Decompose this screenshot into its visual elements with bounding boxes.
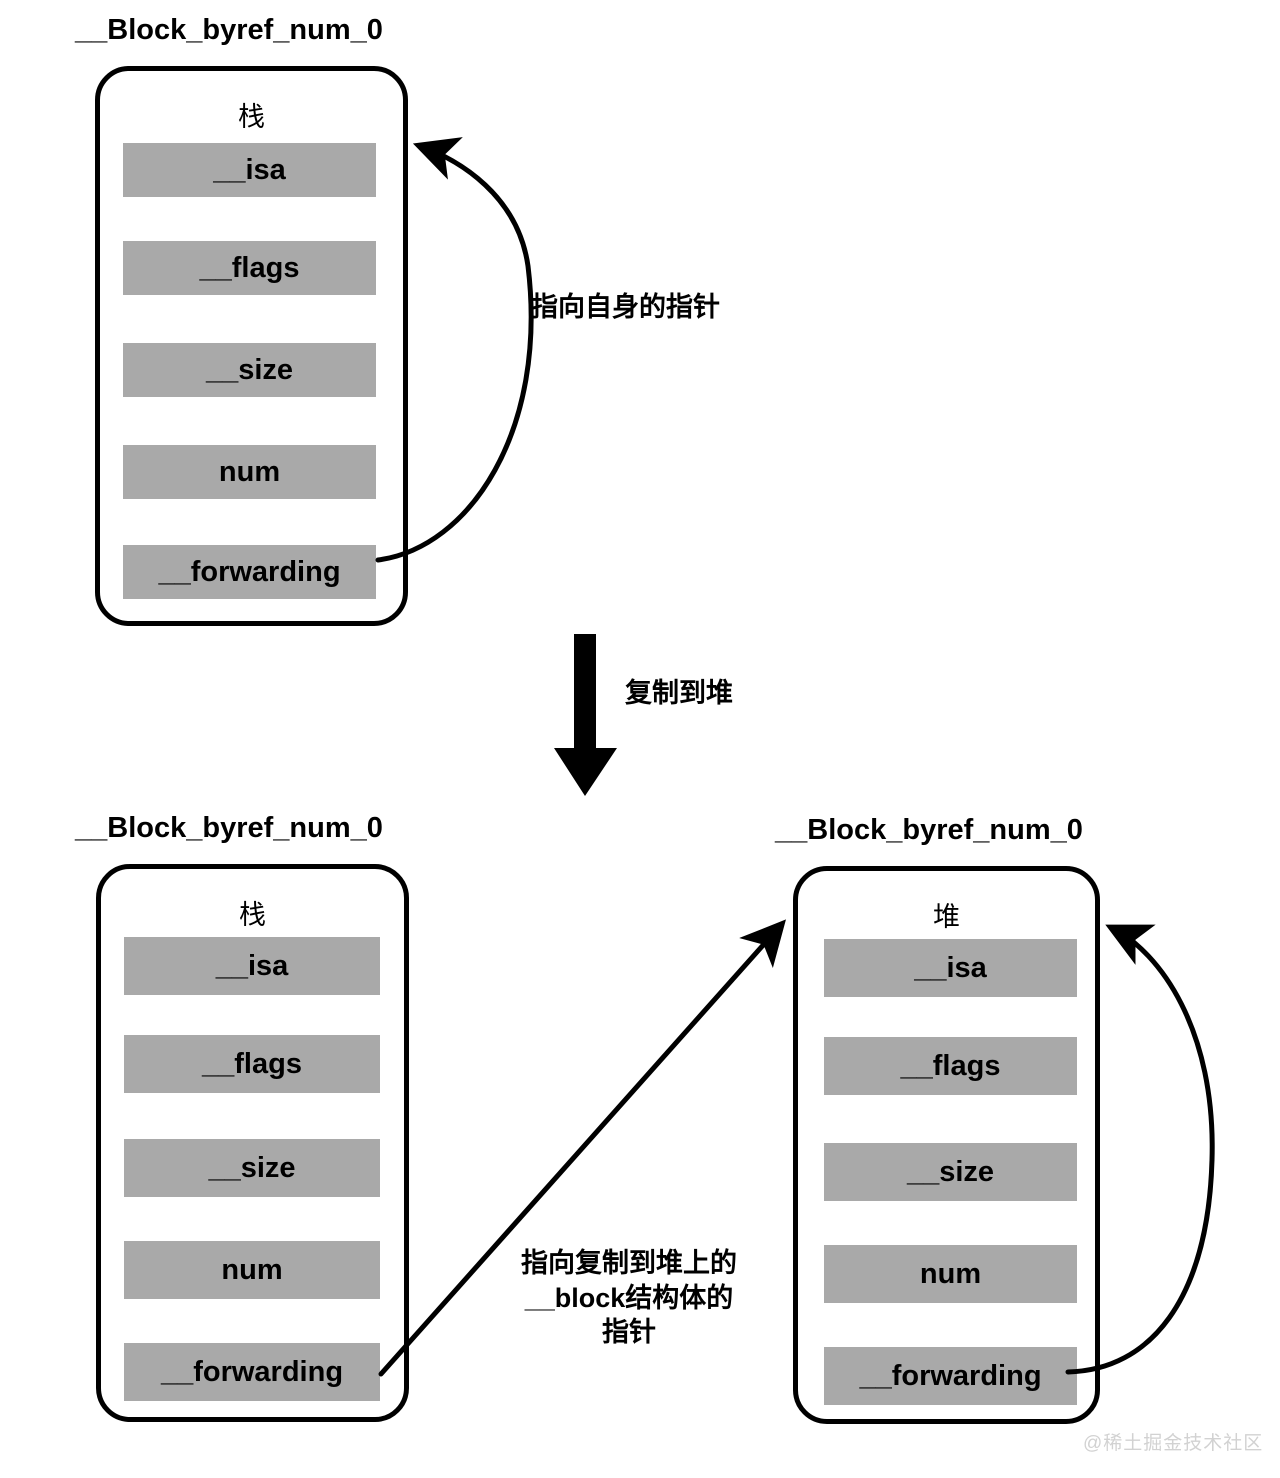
heap-pointer-line-2: __block结构体的 bbox=[524, 1282, 734, 1313]
top-stack-region-label: 栈 bbox=[238, 102, 265, 132]
bottom-heap-field-num: num bbox=[824, 1245, 1077, 1303]
field-label: __forwarding bbox=[859, 1359, 1042, 1392]
bottom-right-struct-title: __Block_byref_num_0 bbox=[775, 814, 1083, 846]
watermark: @稀土掘金技术社区 bbox=[1083, 1433, 1264, 1454]
field-label: num bbox=[218, 455, 281, 488]
top-stack-field-forwarding: __forwarding bbox=[123, 545, 376, 599]
field-label: num bbox=[221, 1253, 283, 1286]
bottom-stack-field-num: num bbox=[124, 1241, 380, 1299]
bottom-stack-field-size: __size bbox=[124, 1139, 380, 1197]
field-label: __flags bbox=[202, 1047, 302, 1080]
top-struct-title: __Block_byref_num_0 bbox=[75, 14, 383, 46]
field-label: __forwarding bbox=[160, 1355, 344, 1388]
heap-pointer-line-1: 指向复制到堆上的 bbox=[521, 1248, 737, 1278]
field-label: __isa bbox=[213, 153, 286, 186]
heap-pointer-line-3: 指针 bbox=[602, 1317, 656, 1348]
bottom-heap-region-label: 堆 bbox=[933, 902, 960, 932]
field-label: __size bbox=[208, 1151, 296, 1184]
field-label: __size bbox=[205, 353, 294, 386]
field-label: __isa bbox=[914, 951, 987, 984]
copy-to-heap-arrow bbox=[554, 634, 617, 796]
top-stack-field-isa: __isa bbox=[123, 143, 376, 197]
bottom-heap-field-forwarding: __forwarding bbox=[824, 1347, 1077, 1405]
field-label: __flags bbox=[900, 1049, 1001, 1082]
top-stack-field-flags: __flags bbox=[123, 241, 376, 295]
bottom-stack-field-forwarding: __forwarding bbox=[124, 1343, 380, 1401]
field-label: __size bbox=[906, 1155, 995, 1188]
top-stack-struct-box: 栈 __isa __flags __size num __forwarding bbox=[95, 66, 408, 626]
top-stack-field-num: num bbox=[123, 445, 376, 499]
bottom-stack-region-label: 栈 bbox=[239, 900, 266, 930]
bottom-stack-struct-box: 栈 __isa __flags __size num __forwarding bbox=[96, 864, 409, 1422]
bottom-left-struct-title: __Block_byref_num_0 bbox=[75, 812, 383, 844]
self-pointer-annotation: 指向自身的指针 bbox=[531, 292, 720, 322]
top-stack-field-size: __size bbox=[123, 343, 376, 397]
bottom-stack-field-isa: __isa bbox=[124, 937, 380, 995]
bottom-heap-field-flags: __flags bbox=[824, 1037, 1077, 1095]
bottom-heap-field-size: __size bbox=[824, 1143, 1077, 1201]
field-label: num bbox=[919, 1257, 982, 1290]
bottom-heap-field-isa: __isa bbox=[824, 939, 1077, 997]
heap-pointer-annotation: 指向复制到堆上的 __block结构体的 指针 bbox=[500, 1246, 758, 1350]
bottom-heap-struct-box: 堆 __isa __flags __size num __forwarding bbox=[793, 866, 1100, 1424]
field-label: __isa bbox=[215, 949, 289, 982]
field-label: __flags bbox=[199, 251, 300, 284]
bottom-stack-field-flags: __flags bbox=[124, 1035, 380, 1093]
field-label: __forwarding bbox=[158, 555, 341, 588]
copy-to-heap-annotation: 复制到堆 bbox=[625, 678, 733, 708]
